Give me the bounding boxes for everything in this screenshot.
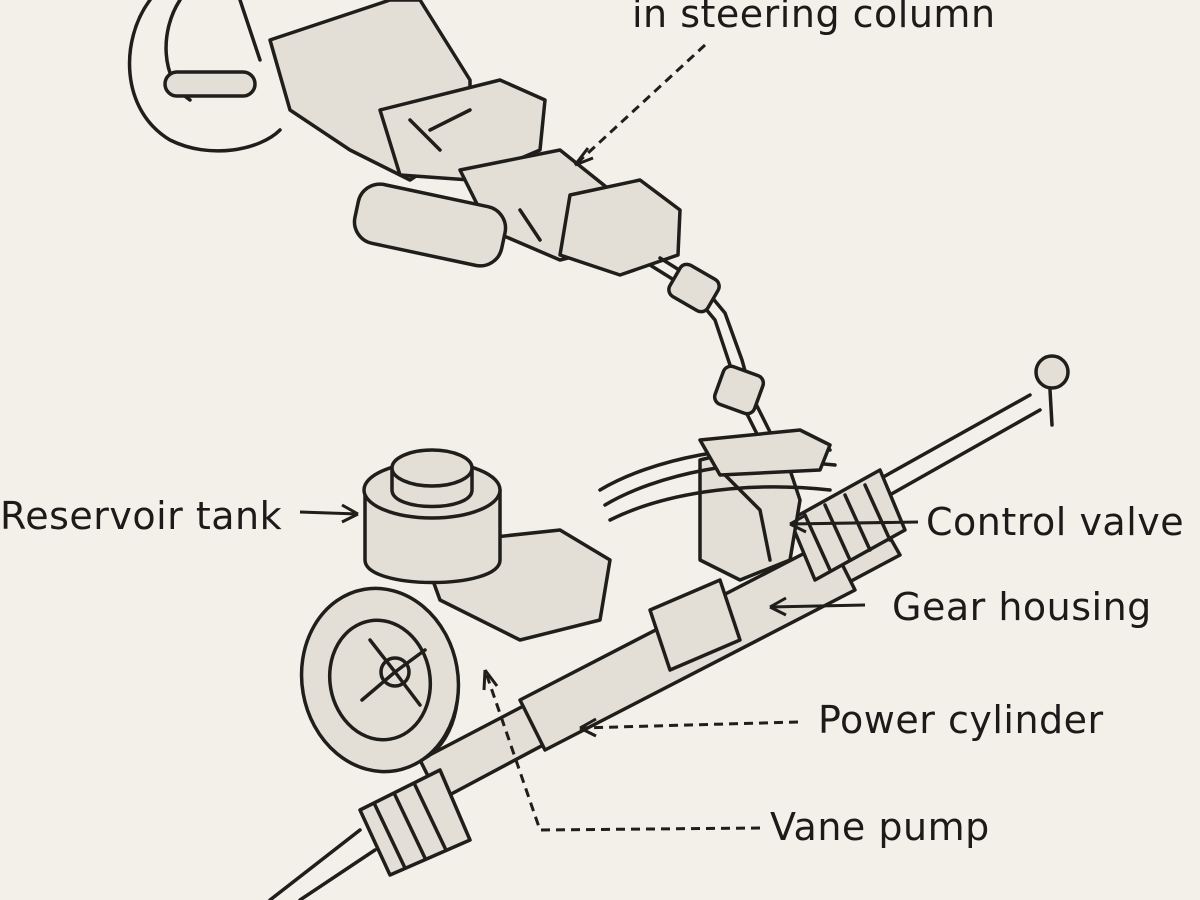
control-valve: [598, 428, 837, 582]
vane-pump-drawing: [299, 586, 461, 774]
tie-rod-right: [858, 354, 1070, 507]
leader-lines: [299, 43, 919, 832]
label-reservoir-tank: Reservoir tank: [0, 494, 283, 538]
label-gear-housing: Gear housing: [892, 585, 1152, 629]
label-control-valve: Control valve: [926, 500, 1185, 544]
intermediate-shaft: [648, 256, 774, 442]
steering-wheel: [127, 0, 282, 153]
rack-housing: [418, 518, 902, 802]
steering-column: [268, 0, 682, 277]
label-vane-pump: Vane pump: [770, 805, 990, 849]
boot-right: [788, 468, 907, 582]
label-steering-column: in steering column: [632, 0, 996, 36]
label-power-cylinder: Power cylinder: [818, 698, 1104, 742]
boot-left: [268, 768, 472, 900]
reservoir-tank-drawing: [362, 448, 502, 585]
